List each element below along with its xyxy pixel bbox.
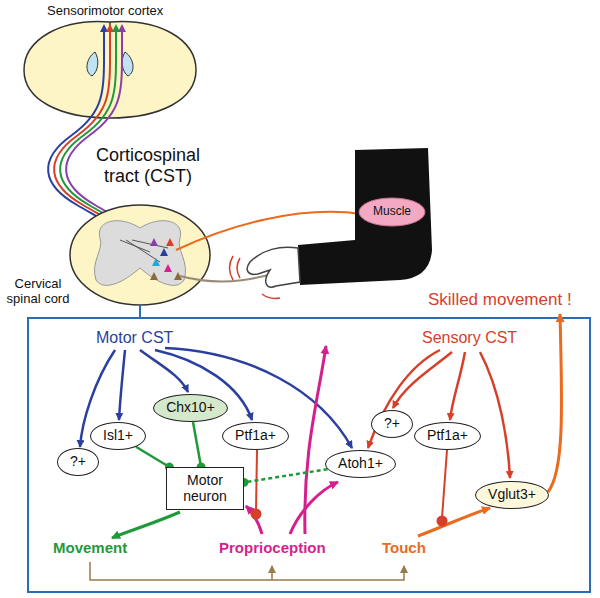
synapse-connector [244,469,328,482]
label-text: Sensory CST [422,329,517,347]
synapse-connector [193,422,201,467]
touch-arrow [418,508,490,536]
neuron-box: Motor neuron [166,467,244,510]
label-text: Skilled movement ! [428,290,572,310]
cell-label: ?+ [70,454,86,469]
cell-label: Isl1+ [103,428,133,443]
label-text: Proprioception [219,539,326,556]
cell-label: Motor neuron [174,473,236,504]
label-text: Motor CST [96,329,173,347]
cell-label: Ptf1a+ [427,428,468,443]
feedback-bracket [90,562,404,580]
cell-type-ellipse: Chx10+ [153,394,228,422]
cell-type-ellipse: Ptf1a+ [222,422,289,450]
cell-label: Chx10+ [166,400,215,415]
cell-label: ?+ [384,416,400,431]
label-text: Sensorimotor cortex [47,4,163,19]
label-text: Corticospinal tract (CST) [78,145,218,186]
label-text: Muscle [373,205,411,219]
label-text: Touch [382,539,426,556]
cell-type-ellipse: Atoh1+ [325,450,396,478]
cell-type-ellipse: Vglut3+ [475,481,549,509]
arm [230,148,433,299]
inset-link [139,305,141,318]
label-text: Movement [53,539,127,556]
synapse-connector [136,447,170,467]
cell-type-ellipse: Isl1+ [90,422,146,450]
movement-arrow [112,512,180,538]
label-text: Cervical spinal cord [4,277,72,307]
inset-frame [28,318,590,592]
cell-type-ellipse: ?+ [371,410,413,438]
cell-label: Vglut3+ [488,487,536,502]
ptf1a-contacts [252,450,448,526]
cell-type-ellipse: ?+ [57,448,99,476]
output-arrow [548,314,562,492]
spinal-cord [70,205,210,305]
cell-type-ellipse: Ptf1a+ [414,422,481,450]
cell-label: Atoh1+ [338,456,383,471]
cell-label: Ptf1a+ [235,428,276,443]
